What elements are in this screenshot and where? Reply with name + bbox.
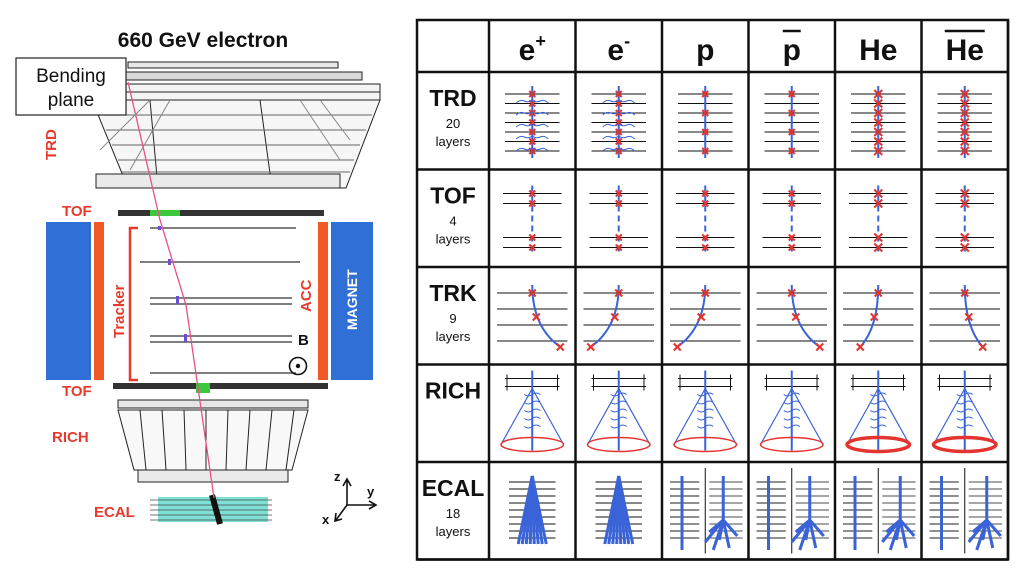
cell-signature xyxy=(591,86,646,158)
cell-signature xyxy=(756,284,827,352)
ecal-label: ECAL xyxy=(94,504,135,521)
tracker-planes xyxy=(140,227,300,374)
cell-signature xyxy=(851,86,906,158)
column-header-label: p xyxy=(783,34,801,67)
magnet-left xyxy=(46,222,91,380)
cell-signature xyxy=(843,284,914,352)
column-header: He xyxy=(859,34,897,67)
row-header: ECAL 18 layers xyxy=(422,475,485,539)
magnet-label: MAGNET xyxy=(344,269,360,330)
row-header-sublabel: layers xyxy=(436,232,471,247)
row-header-sublabel: layers xyxy=(436,134,471,149)
axis-y-label: y xyxy=(367,484,375,499)
b-field-out-of-page-icon xyxy=(288,356,308,376)
cell-signature xyxy=(935,185,994,256)
cell-signature xyxy=(586,370,651,453)
cell-signature xyxy=(937,86,992,158)
row-header: TRK 9 layers xyxy=(429,280,477,344)
cell-signature xyxy=(843,468,916,554)
cell-signature xyxy=(759,370,824,453)
cell-signature xyxy=(849,185,908,256)
axis-z-label: z xyxy=(334,469,341,484)
tracker-bracket xyxy=(128,226,138,382)
svg-text:Bending: Bending xyxy=(36,66,106,87)
cell-signature xyxy=(589,185,648,256)
cell-signature xyxy=(845,370,912,454)
row-header: TOF 4 layers xyxy=(430,183,476,247)
table-cells xyxy=(497,86,1002,554)
cell-signature xyxy=(500,370,565,453)
magnet-right xyxy=(331,222,373,380)
row-header-sublabel: 20 xyxy=(446,116,460,131)
detector-title: 660 GeV electron xyxy=(118,29,288,52)
cell-signature xyxy=(929,284,1000,352)
cell-signature xyxy=(595,475,642,545)
cell-signature xyxy=(670,284,741,352)
cell-signature xyxy=(931,370,998,454)
row-header-label: TOF xyxy=(430,183,476,209)
ecal-structure xyxy=(150,494,272,525)
cell-signature xyxy=(678,86,733,158)
cell-signature xyxy=(762,185,821,256)
row-header-sublabel: 4 xyxy=(449,214,456,229)
cell-signature xyxy=(676,185,735,256)
row-header-sublabel: layers xyxy=(436,329,471,344)
detector-diagram: 660 GeV electron Bending plane TRD TOF xyxy=(15,29,381,527)
acc-left xyxy=(94,222,104,380)
cell-signature xyxy=(509,475,556,545)
row-header-label: RICH xyxy=(425,378,481,404)
tof-bottom-label: TOF xyxy=(62,383,92,400)
cell-signature xyxy=(764,86,819,158)
column-header-label: He xyxy=(859,34,897,67)
cell-signature xyxy=(497,284,568,352)
table-row-headers: TRD20layersTOF4layersTRK9layersRICHECAL1… xyxy=(422,85,485,539)
row-header-label: TRK xyxy=(429,280,477,306)
row-header-sublabel: 18 xyxy=(446,506,460,521)
cell-signature xyxy=(756,468,829,554)
cell-signature xyxy=(673,370,738,453)
column-header: He xyxy=(944,29,985,67)
column-header: p xyxy=(783,29,801,67)
table-grid xyxy=(415,18,1010,561)
row-header: RICH xyxy=(425,378,481,404)
electron-track xyxy=(127,81,215,499)
trd-structure xyxy=(91,61,381,189)
coordinate-axes-icon xyxy=(334,477,378,523)
bending-plane-callout: Bending plane xyxy=(15,57,127,116)
column-header-label: p xyxy=(696,34,714,67)
cell-signature xyxy=(583,284,654,352)
rich-structure xyxy=(117,399,309,483)
acc-right xyxy=(318,222,328,380)
column-header-label: He xyxy=(946,34,984,67)
column-header: p xyxy=(696,34,714,67)
row-header-sublabel: 9 xyxy=(449,311,456,326)
tof-bottom-plane xyxy=(113,383,328,393)
axis-x-label: x xyxy=(322,512,330,527)
trd-label: TRD xyxy=(43,129,60,160)
row-header-sublabel: layers xyxy=(436,524,471,539)
svg-text:plane: plane xyxy=(48,90,95,111)
rich-label: RICH xyxy=(52,429,89,446)
cell-signature xyxy=(505,86,560,158)
tof-top-plane xyxy=(118,210,324,216)
row-header-label: ECAL xyxy=(422,475,485,501)
cell-signature xyxy=(670,468,743,554)
acc-label: ACC xyxy=(298,279,315,312)
row-header: TRD 20 layers xyxy=(429,85,476,149)
cell-signature xyxy=(503,185,562,256)
b-field-label: B xyxy=(298,332,309,349)
tof-top-label: TOF xyxy=(62,203,92,220)
cell-signature xyxy=(929,468,1002,554)
row-header-label: TRD xyxy=(429,85,476,111)
tracker-label: Tracker xyxy=(111,284,128,338)
